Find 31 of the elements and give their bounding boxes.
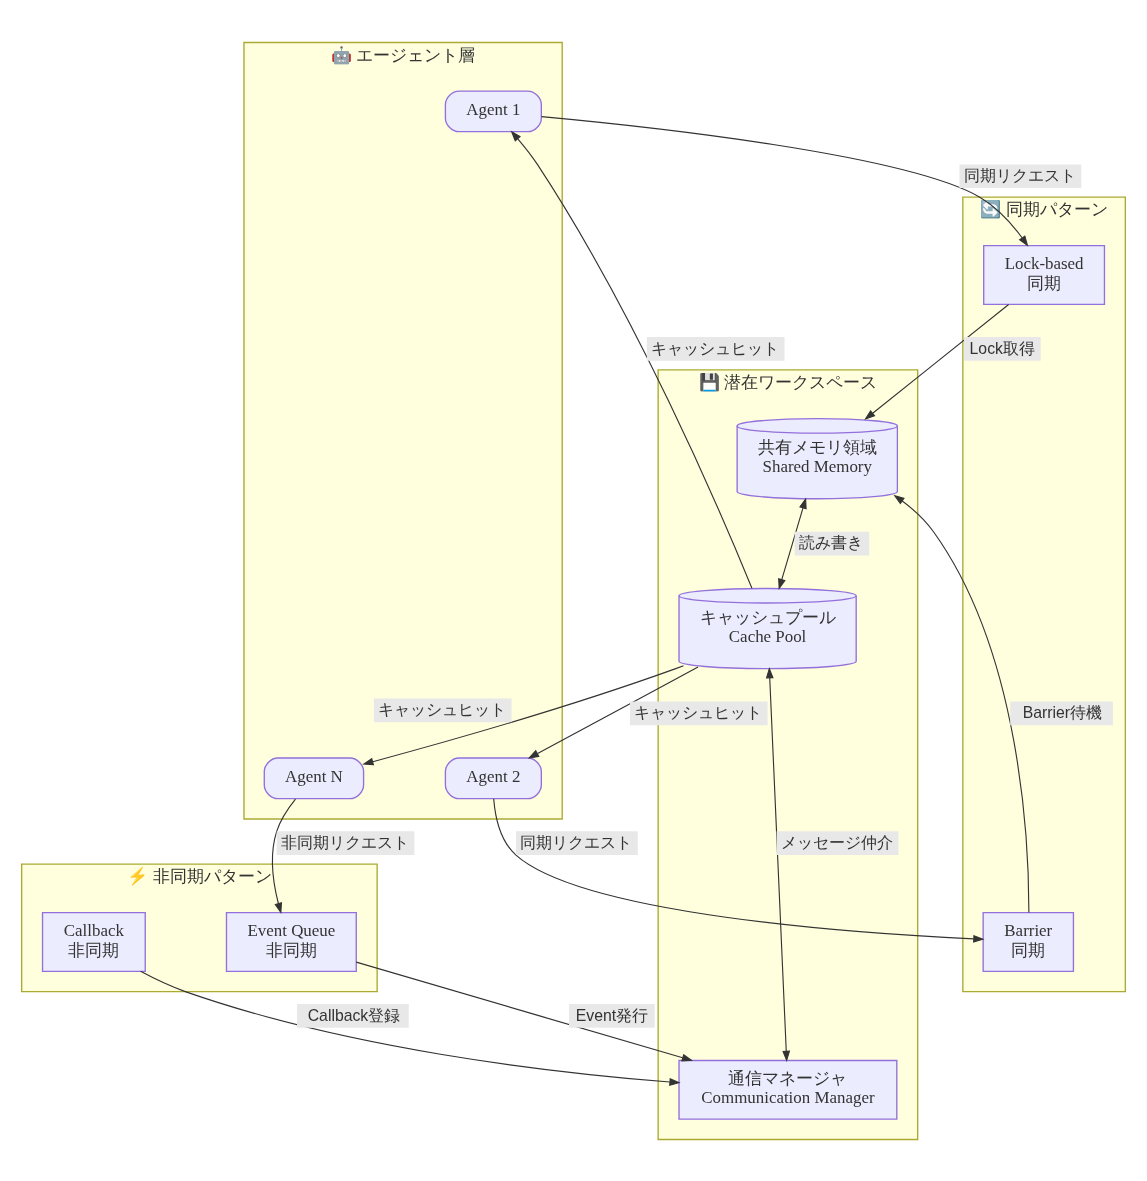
node-box: Callback 非同期: [41, 911, 146, 972]
node-box: 通信マネージャ Communication Manager: [678, 1059, 898, 1120]
edge-label: Event発行: [575, 1006, 649, 1024]
node-box: Agent N: [263, 756, 365, 799]
edge-label: 読み書き: [799, 533, 864, 551]
node-box: Event Queue 非同期: [225, 911, 357, 972]
edge-label: キャッシュヒット: [377, 700, 506, 718]
edge-label: メッセージ仲介: [781, 833, 894, 851]
arrow: [541, 115, 1029, 247]
node-box: Barrier 同期: [982, 911, 1075, 972]
edge-label: 非同期リクエスト: [280, 833, 409, 851]
node-box: Agent 1: [444, 89, 542, 132]
arrow: [778, 496, 807, 590]
node-box: Agent 2: [444, 756, 542, 799]
arrow: [493, 797, 985, 943]
node-box: Lock-based 同期: [983, 244, 1106, 305]
edge-label: 同期リクエスト: [963, 166, 1076, 184]
arrow: [893, 494, 1030, 913]
edge-label: Callback登録: [307, 1006, 401, 1024]
arrow: [765, 666, 791, 1062]
edge-label: Lock取得: [969, 339, 1035, 357]
edge-label: Barrier待機: [1022, 703, 1103, 721]
edge-label: 同期リクエスト: [520, 833, 633, 851]
arrow: [510, 130, 753, 589]
arrow: [527, 666, 699, 759]
arrow: [271, 797, 297, 914]
arrow: [864, 303, 1010, 420]
arrow: [362, 664, 685, 765]
edge-label: キャッシュヒット: [650, 339, 779, 357]
arrow: [355, 961, 694, 1061]
arrow: [140, 970, 681, 1086]
